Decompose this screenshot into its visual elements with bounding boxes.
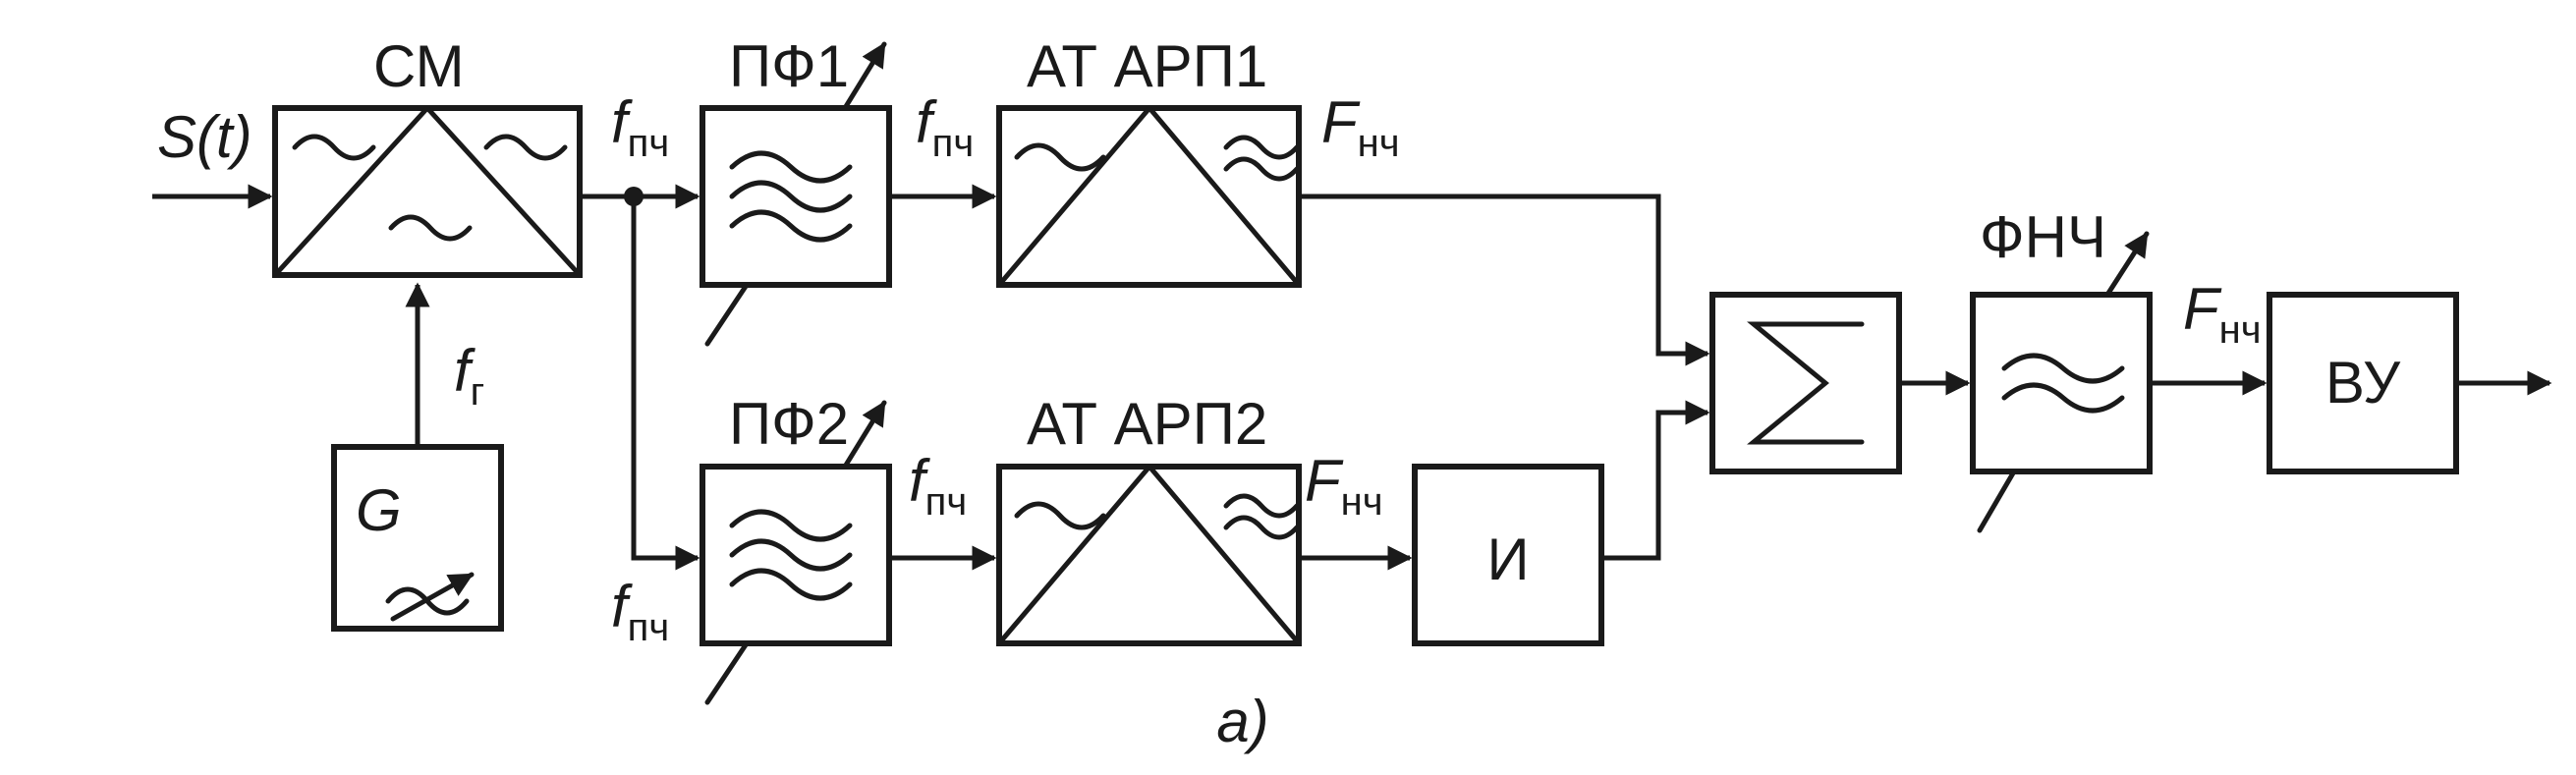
sine-icon — [388, 214, 473, 242]
f-gen-label: fг — [454, 338, 484, 414]
bandpass-filter-2-block — [700, 400, 892, 705]
inverter-to-summer-wire — [1601, 400, 1710, 561]
tuning-stroke — [1977, 469, 2017, 533]
F-low-label-output: Fнч — [2183, 276, 2262, 352]
double-wave-icon — [1223, 493, 1300, 519]
amp1-to-summer-wire — [1299, 194, 1710, 366]
tuning-stroke — [704, 282, 750, 347]
F-low-label-bottom: Fнч — [1305, 448, 1383, 524]
tuning-stroke — [704, 640, 750, 705]
svg-text:fпч: fпч — [916, 89, 974, 165]
amp-agc-1-label: АТ АРП1 — [1027, 33, 1267, 99]
f-if-label-top: fпч — [611, 89, 669, 165]
sine-icon — [1014, 501, 1106, 530]
mixer-to-pf2-wire — [631, 196, 700, 571]
f-if-label-pf2-out: fпч — [909, 448, 967, 524]
wave-icon — [2001, 353, 2125, 384]
sine-icon — [292, 134, 376, 161]
bandpass-filter-2-label: ПФ2 — [729, 391, 849, 457]
wave-icon — [2001, 382, 2125, 414]
wave-icon — [729, 150, 853, 184]
lowpass-filter-label: ФНЧ — [1980, 204, 2106, 270]
svg-text:fпч: fпч — [611, 89, 669, 165]
wave-icon — [729, 209, 853, 243]
inverter-label: И — [1486, 526, 1529, 592]
sine-icon — [483, 134, 568, 161]
svg-text:fпч: fпч — [909, 448, 967, 524]
tuning-arrow-icon — [842, 400, 887, 470]
wave-icon — [729, 568, 853, 601]
f-if-label-pf1-out: fпч — [916, 89, 974, 165]
lowpass-filter-block — [1970, 231, 2153, 533]
amp-agc-1-block — [996, 105, 1302, 288]
tuning-arrow-icon — [842, 41, 887, 111]
summer-block — [1709, 292, 1902, 474]
svg-text:fпч: fпч — [611, 574, 669, 649]
mixer-block — [272, 105, 583, 278]
sine-icon — [1014, 142, 1106, 172]
inverter-block — [1412, 464, 1604, 646]
wave-icon — [729, 509, 853, 542]
amp-agc-2-block — [996, 464, 1302, 646]
output-device-label: ВУ — [2325, 350, 2401, 415]
sigma-icon — [1747, 321, 1865, 445]
svg-text:Fнч: Fнч — [1321, 89, 1400, 165]
double-wave-icon — [1223, 135, 1300, 160]
tuning-arrow-icon — [2104, 231, 2150, 298]
svg-text:Fнч: Fнч — [1305, 448, 1383, 524]
wave-icon — [729, 180, 853, 213]
input-signal-label: S(t) — [157, 104, 252, 170]
svg-text:Fнч: Fнч — [2183, 276, 2262, 352]
F-low-label-top: Fнч — [1321, 89, 1400, 165]
wave-icon — [729, 538, 853, 572]
svg-text:fг: fг — [454, 338, 484, 414]
figure-caption: а) — [1216, 689, 1268, 754]
amp-agc-2-label: АТ АРП2 — [1027, 391, 1267, 457]
generator-label: G — [356, 477, 402, 543]
mixer-label: СМ — [373, 33, 465, 99]
f-if-label-bottom: fпч — [611, 574, 669, 649]
bandpass-filter-1-label: ПФ1 — [729, 33, 849, 99]
